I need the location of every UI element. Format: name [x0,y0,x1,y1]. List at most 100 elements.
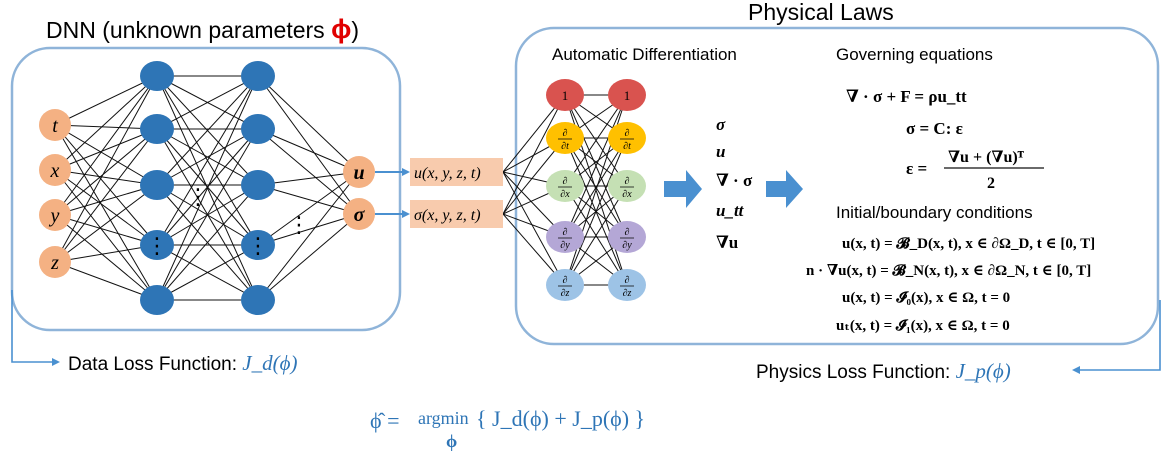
objective-under: ϕ [446,431,457,451]
dnn-edge [54,169,158,246]
output-box-u [410,158,503,186]
input-node-z [39,246,71,278]
bc-dirichlet: u(x, t) = 𝓑_D(x, t), x ∈ ∂Ω_D, t ∈ [0, T… [842,236,1095,252]
ad-edge [564,137,628,238]
governing-eq3-num: ∇u + (∇u)ᵀ [948,149,1025,166]
physics-loss-arrow [1078,300,1161,371]
hidden-node-l2-5 [241,285,275,315]
block-arrow-2 [766,170,803,208]
dnn-edge [257,171,360,301]
ad-label: 1 [562,88,569,103]
ad-node-c2-2 [608,122,646,154]
data-loss-fn: J_d(ϕ) [242,351,297,375]
dnn-edge [54,261,158,301]
objective-body: { J_d(ϕ) + J_p(ϕ) } [476,406,645,431]
hidden-node-l2-4 [241,230,275,260]
output-box-u-label: u(x, y, z, t) [414,165,481,182]
ad-label: 1 [624,88,631,103]
dnn-edge [257,213,360,301]
ibc-title: Initial/boundary conditions [836,203,1033,222]
objective-argmin: argmin [418,408,469,428]
dnn-edge [257,128,360,215]
ad-node-c1-1 [546,79,584,111]
hidden-node-l2-1 [241,61,275,91]
derived-sigma: σ [716,115,726,134]
ellipsis-1: ⋮ [187,185,209,210]
ad-label-num: ∂ [563,128,568,139]
ad-edge [502,171,566,286]
derived-u: u [716,142,725,161]
dnn-edge [54,214,158,246]
dnn-edge [54,75,158,171]
ad-label-num: ∂ [625,275,630,286]
ad-label-num: ∂ [563,275,568,286]
physics-loss-arrowhead [1072,366,1080,374]
dnn-edge [54,124,158,246]
phi-symbol: ϕ [331,14,351,44]
dnn-edge [54,169,158,186]
dnn-edge [156,128,259,186]
dnn-edge [54,214,158,301]
ad-node-c2-5 [608,269,646,301]
ad-label-den: ∂x [560,189,570,200]
ad-label-den: ∂y [622,240,632,251]
dnn-edge [156,75,259,301]
dnn-edge [54,244,158,263]
input-label-x: x [50,160,60,182]
dnn-edge [156,75,259,186]
ellipsis-4: ⋮ [288,213,310,238]
dnn-title: DNN (unknown parameters ϕ) [46,14,359,44]
data-loss-arrowhead [52,358,60,366]
ad-edge [564,185,628,286]
ad-node-c2-3 [608,170,646,202]
block-arrow-1 [664,170,702,208]
ic-displacement: u(x, t) = 𝓘₀(x), x ∈ Ω, t = 0 [842,290,1010,306]
objective-lhs: ϕ̂ = [370,408,400,433]
output-arrowhead [402,210,410,218]
dnn-edge [54,128,158,216]
dnn-edge [54,75,158,263]
physical-laws-title: Physical Laws [748,0,894,25]
physics-loss-fn: J_p(ϕ) [956,359,1011,383]
ad-node-c1-3 [546,170,584,202]
ad-label-num: ∂ [625,176,630,187]
ad-node-c1-4 [546,221,584,253]
ad-label-den: ∂z [623,288,632,299]
ad-node-c2-4 [608,221,646,253]
output-label-sigma: σ [354,204,366,226]
input-label-t: t [52,115,58,137]
hidden-node-l1-5 [140,285,174,315]
ad-label-num: ∂ [625,128,630,139]
physics-loss-label: Physics Loss Function: J_p(ϕ) [756,359,1011,383]
dnn-edge [257,171,360,186]
dnn-edge [54,128,158,263]
dnn-edge [257,171,360,246]
dnn-edge [54,184,158,263]
governing-eq3-lhs: ε = [906,159,927,178]
output-label-u: u [353,162,364,184]
ad-label-den: ∂x [622,189,632,200]
dnn-edge [257,213,360,246]
dnn-edge [54,75,158,126]
ad-node-c1-2 [546,122,584,154]
ad-label-num: ∂ [625,227,630,238]
output-box-sigma-label: σ(x, y, z, t) [414,207,481,224]
governing-eq2: σ = C: ε [906,119,963,138]
dnn-edge [156,244,259,301]
dnn-edge [257,128,360,173]
bc-neumann: n · ∇u(x, t) = 𝓑_N(x, t), x ∈ ∂Ω_N, t ∈ … [806,263,1091,279]
hidden-node-l1-1 [140,61,174,91]
derived-grad-u: ∇u [716,233,738,252]
autodiff-title: Automatic Differentiation [552,45,737,64]
ad-edge [564,137,628,286]
input-node-t [39,109,71,141]
output-box-sigma [410,200,503,228]
dnn-edge [156,75,259,130]
input-node-y [39,199,71,231]
ad-label-den: ∂y [560,240,570,251]
output-node-u [343,156,375,188]
dnn-edge [54,124,158,130]
ad-node-c1-5 [546,269,584,301]
